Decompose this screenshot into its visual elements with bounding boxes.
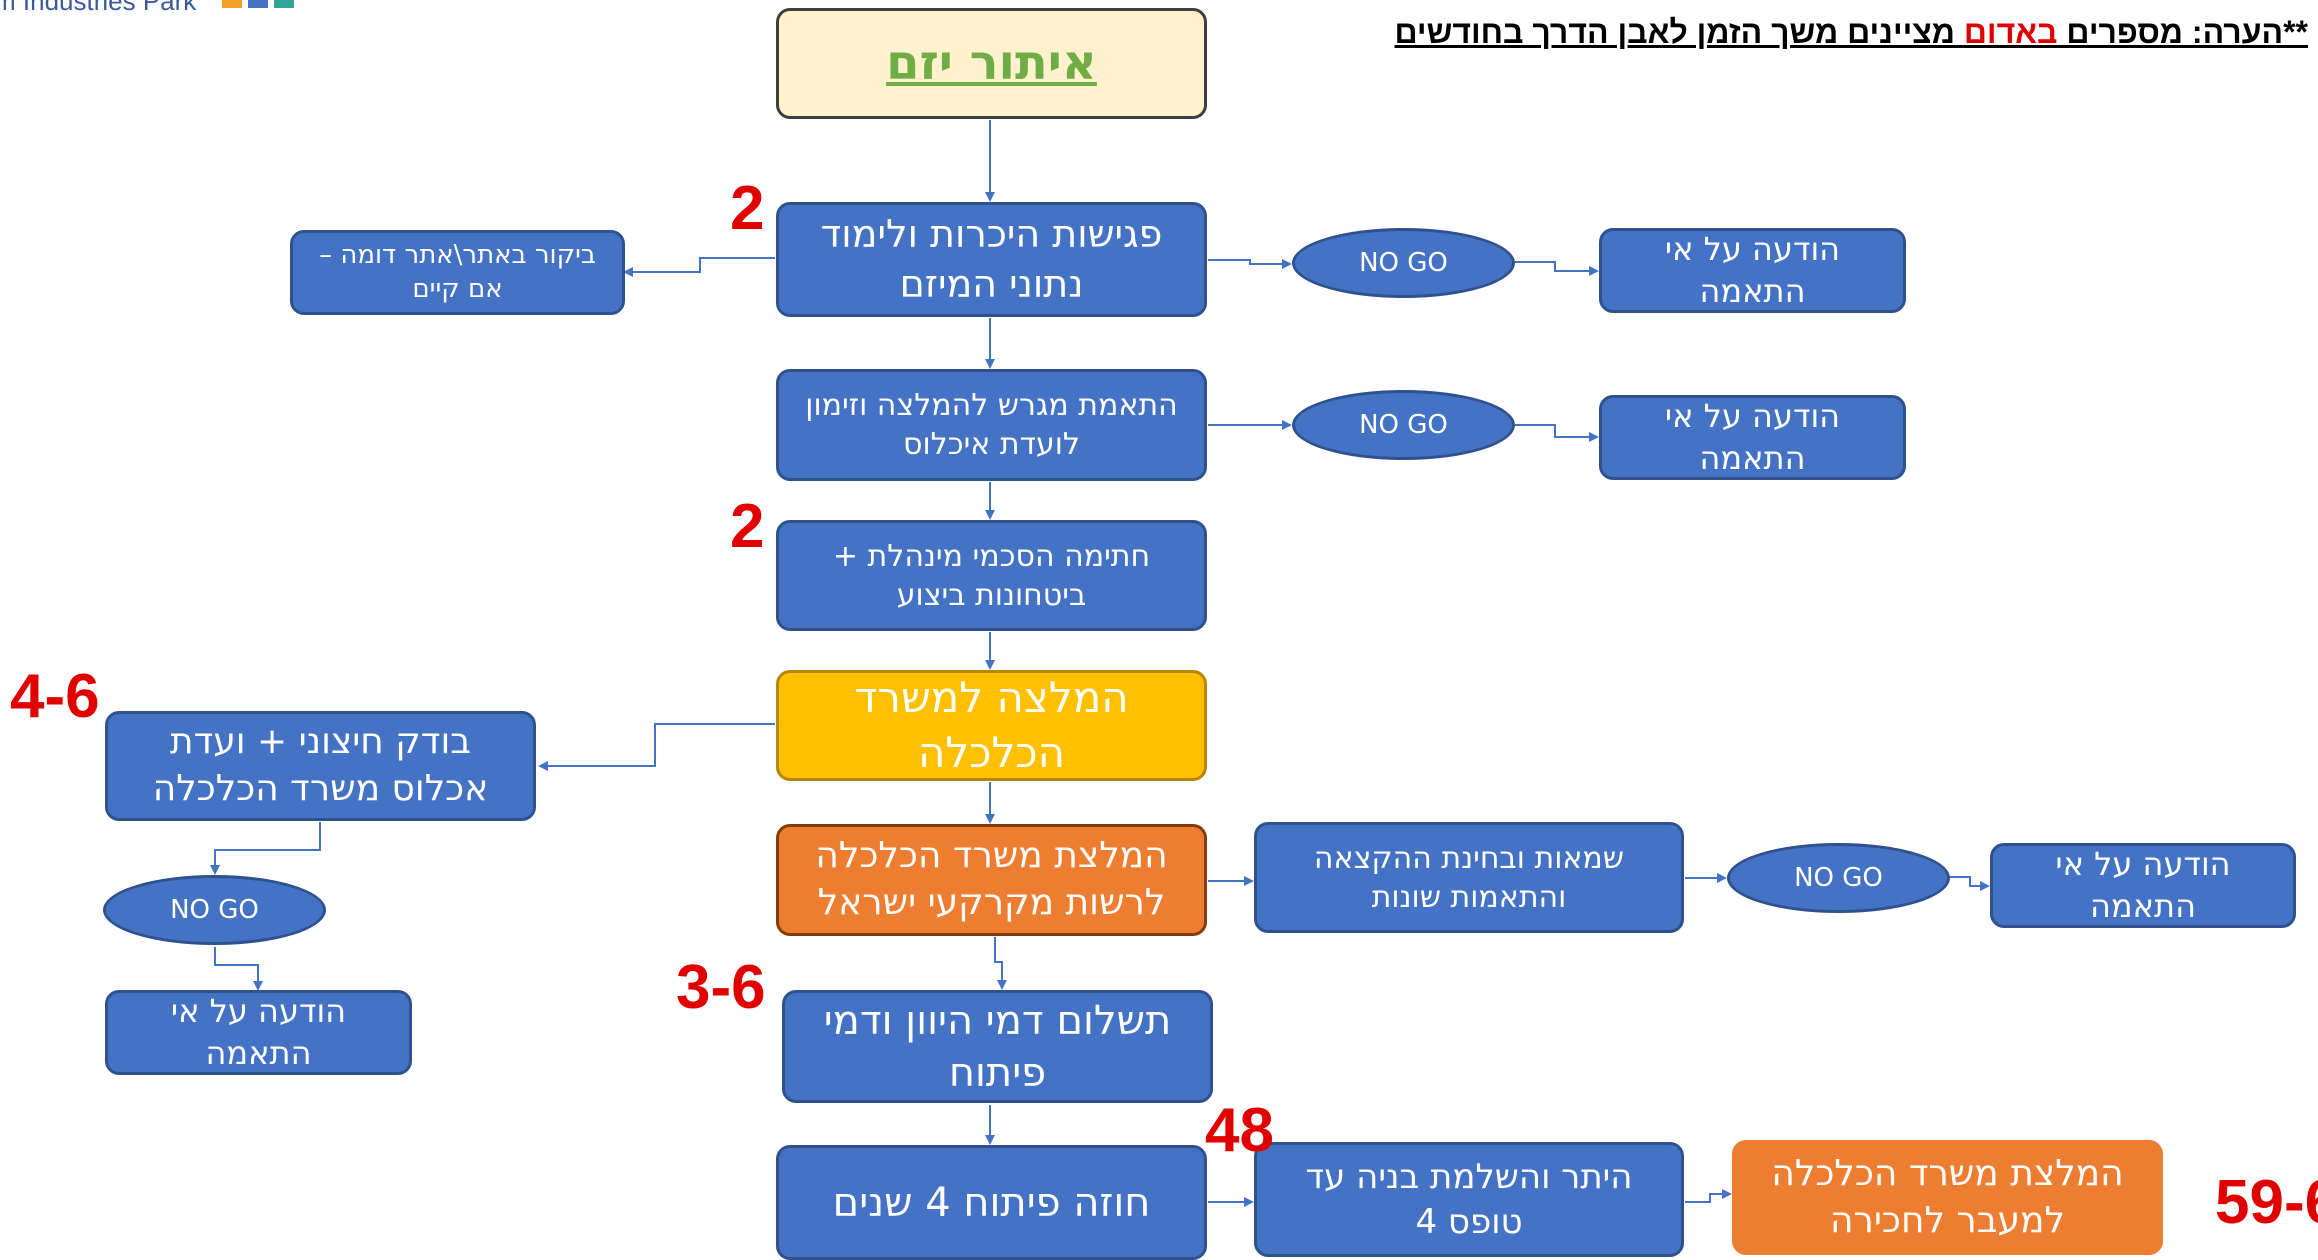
- logo-square-blue: [248, 0, 268, 8]
- reject-3-label: הודעה על אי התאמה: [170, 991, 347, 1072]
- logo-square-orange: [222, 0, 242, 8]
- arrow-permit-to-purchase: [1685, 1189, 1732, 1203]
- appraisal-node-label: שמאות ובחינת ההקצאה והתאמות שונות: [1313, 840, 1625, 915]
- nogo-4-node[interactable]: NO GO: [1727, 843, 1950, 913]
- arrow-ministry-rec-to-payment: [994, 937, 1007, 990]
- payment-node-label: תשלום דמי היוון ודמי פיתוח: [823, 997, 1172, 1096]
- arrow-external-to-nogo-3: [210, 822, 321, 875]
- recommend-ministry-node-label: המלצה למשרד הכלכלה: [854, 672, 1129, 777]
- duration-meetings: 2: [730, 174, 765, 243]
- purchase-rec-node-label: המלצת משרד הכלכלה למעבר לחכירה: [1771, 1152, 2124, 1241]
- note-red-word: באדום: [1963, 14, 2058, 50]
- arrow-nogo-4-to-reject-4: [1950, 876, 1990, 891]
- reject-1-node[interactable]: הודעה על אי התאמה: [1599, 228, 1906, 313]
- nogo-1-node[interactable]: NO GO: [1292, 228, 1515, 298]
- duration-payment: 3-6: [676, 953, 766, 1022]
- arrow-nogo-2-to-reject-2: [1515, 424, 1599, 442]
- duration-agreements: 2: [730, 492, 765, 561]
- agreements-node[interactable]: חתימה הסכמי מינהלת + ביטחונות ביצוע: [776, 520, 1207, 631]
- reject-4-label: הודעה על אי התאמה: [2055, 844, 2231, 925]
- permit-node-label: היתר והשלמת בניה עד טופס 4: [1305, 1157, 1633, 1242]
- reject-2-node[interactable]: הודעה על אי התאמה: [1599, 395, 1906, 480]
- nogo-3-node[interactable]: NO GO: [103, 875, 326, 945]
- payment-node[interactable]: תשלום דמי היוון ודמי פיתוח: [782, 990, 1213, 1103]
- reject-2-label: הודעה על אי התאמה: [1664, 396, 1841, 477]
- duration-total: 59-66: [2215, 1172, 2318, 1234]
- park-logo-text: m Industries Park: [0, 0, 197, 16]
- arrow-meetings-to-site-visit: [623, 257, 775, 277]
- site-visit-node[interactable]: ביקור באתר\אתר דומה – אם קיים: [290, 230, 625, 315]
- arrow-recommend-to-external: [538, 723, 775, 771]
- ministry-recommendation-node-label: המלצת משרד הכלכלה לרשות מקרקעי ישראל: [815, 835, 1168, 923]
- agreements-node-label: חתימה הסכמי מינהלת + ביטחונות ביצוע: [832, 538, 1151, 613]
- reject-3-node[interactable]: הודעה על אי התאמה: [105, 990, 412, 1075]
- external-review-node-label: בודק חיצוני + ועדת אכלוס משרד הכלכלה: [152, 721, 489, 809]
- dev-contract-node[interactable]: חוזה פיתוח 4 שנים: [776, 1145, 1207, 1260]
- appraisal-node[interactable]: שמאות ובחינת ההקצאה והתאמות שונות: [1254, 822, 1684, 933]
- ministry-recommendation-node[interactable]: המלצת משרד הכלכלה לרשות מקרקעי ישראל: [776, 824, 1207, 936]
- duration-note: **הערה: מספרים באדום מציינים משך הזמן לא…: [1394, 14, 2308, 50]
- external-review-node[interactable]: בודק חיצוני + ועדת אכלוס משרד הכלכלה: [105, 711, 536, 821]
- nogo-2-node[interactable]: NO GO: [1292, 390, 1515, 460]
- start-node[interactable]: איתור יזם: [776, 8, 1207, 119]
- reject-4-node[interactable]: הודעה על אי התאמה: [1990, 843, 2296, 928]
- reject-1-label: הודעה על אי התאמה: [1664, 229, 1841, 310]
- dev-contract-node-label: חוזה פיתוח 4 שנים: [832, 1179, 1151, 1226]
- nogo-4-label: NO GO: [1794, 863, 1883, 893]
- duration-permit: 48: [1205, 1096, 1274, 1165]
- meetings-node[interactable]: פגישות היכרות ולימוד נתוני המיזם: [776, 202, 1207, 317]
- duration-external-review: 4-6: [10, 662, 100, 731]
- nogo-1-label: NO GO: [1359, 248, 1448, 278]
- arrow-meetings-to-nogo-1: [1208, 259, 1292, 269]
- nogo-2-label: NO GO: [1359, 410, 1448, 440]
- arrow-nogo-1-to-reject-1: [1515, 261, 1599, 276]
- arrow-nogo-3-to-reject-3: [214, 947, 263, 991]
- nogo-3-label: NO GO: [170, 895, 259, 925]
- plot-match-node[interactable]: התאמת מגרש להמלצה וזימון לועדת איכלוס: [776, 369, 1207, 481]
- site-visit-node-label: ביקור באתר\אתר דומה – אם קיים: [319, 239, 596, 304]
- purchase-rec-node[interactable]: המלצת משרד הכלכלה למעבר לחכירה: [1732, 1140, 2163, 1255]
- plot-match-node-label: התאמת מגרש להמלצה וזימון לועדת איכלוס: [805, 388, 1178, 462]
- recommend-ministry-node[interactable]: המלצה למשרד הכלכלה: [776, 670, 1207, 781]
- meetings-node-label: פגישות היכרות ולימוד נתוני המיזם: [820, 212, 1163, 306]
- logo-square-teal: [274, 0, 294, 8]
- start-node-label: איתור יזם: [886, 35, 1097, 92]
- permit-node[interactable]: היתר והשלמת בניה עד טופס 4: [1254, 1142, 1684, 1257]
